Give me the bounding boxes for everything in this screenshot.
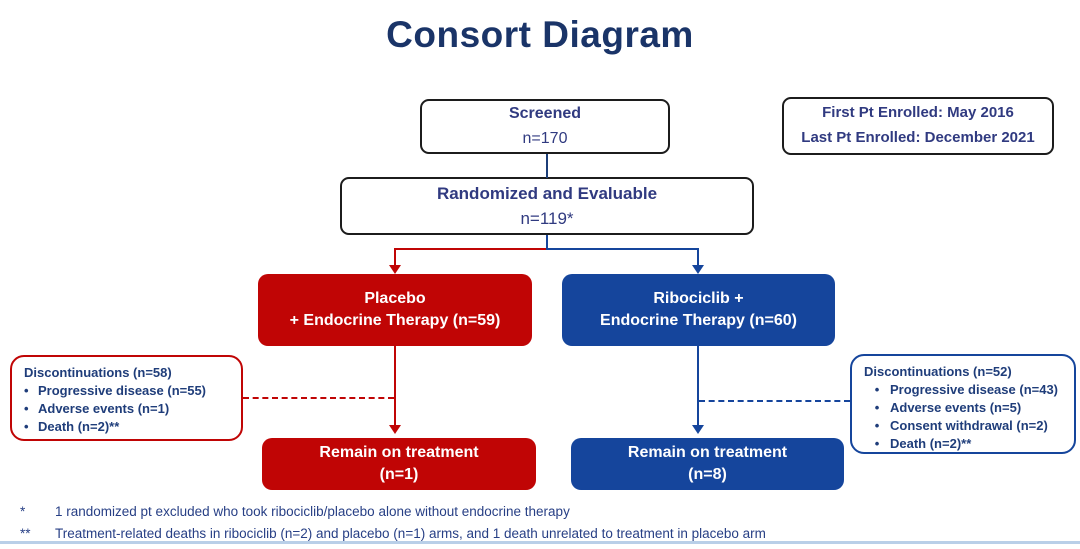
enrollment-dates-box: First Pt Enrolled: May 2016 Last Pt Enro… xyxy=(782,97,1054,155)
placebo-discontinuation-item: Progressive disease (n=55) xyxy=(38,382,207,398)
screened-box: Screened n=170 xyxy=(420,99,670,154)
last-enrolled-text: Last Pt Enrolled: December 2021 xyxy=(801,129,1035,146)
ribociclib-arm-line2: Endocrine Therapy (n=60) xyxy=(600,312,797,329)
list-item: • Progressive disease (n=43) xyxy=(864,381,1066,399)
footnote-1-text: 1 randomized pt excluded who took riboci… xyxy=(55,504,570,519)
connector-drop-placebo xyxy=(394,248,396,266)
ribociclib-discontinuation-item: Adverse events (n=5) xyxy=(890,399,1022,415)
randomized-box: Randomized and Evaluable n=119* xyxy=(340,177,754,235)
footnote-1: * 1 randomized pt excluded who took ribo… xyxy=(20,503,1070,521)
ribociclib-remain-line1: Remain on treatment xyxy=(627,444,788,462)
first-enrolled-text: First Pt Enrolled: May 2016 xyxy=(822,104,1014,122)
randomized-label: Randomized and Evaluable xyxy=(436,183,658,203)
connector-screened-randomized xyxy=(546,154,548,178)
list-item: • Death (n=2)** xyxy=(864,435,1066,453)
connector-randomized-stub xyxy=(546,235,548,249)
ribociclib-arm-line1: Ribociclib + xyxy=(653,289,744,307)
ribociclib-arm-box: Ribociclib + Endocrine Therapy (n=60) xyxy=(562,274,835,346)
screened-label: Screened xyxy=(508,104,582,122)
arrowhead-ribociclib-icon xyxy=(692,265,704,274)
bullet-icon: • xyxy=(874,435,880,451)
placebo-remain-box: Remain on treatment (n=1) xyxy=(262,438,536,490)
placebo-remain-line2: (n=1) xyxy=(379,466,419,483)
list-item: • Death (n=2)** xyxy=(24,418,233,436)
connector-placebo-remain xyxy=(394,346,396,426)
placebo-discontinuation-item: Death (n=2)** xyxy=(38,418,120,434)
list-item: • Adverse events (n=1) xyxy=(24,400,233,418)
placebo-discontinuations-box: Discontinuations (n=58) • Progressive di… xyxy=(10,355,243,441)
connector-drop-ribociclib xyxy=(697,248,699,266)
list-item: • Consent withdrawal (n=2) xyxy=(864,417,1066,435)
dashed-connector-placebo-discontinuations xyxy=(243,397,394,399)
bottom-divider xyxy=(0,541,1080,544)
bullet-icon: • xyxy=(874,417,880,433)
ribociclib-remain-line2: (n=8) xyxy=(688,466,727,483)
footnote-2-marker: ** xyxy=(20,526,31,541)
placebo-remain-line1: Remain on treatment xyxy=(319,444,479,462)
page-title: Consort Diagram xyxy=(386,14,694,55)
footnote-1-marker: * xyxy=(20,504,26,519)
connector-split-right xyxy=(546,248,699,250)
dashed-connector-ribociclib-discontinuations xyxy=(699,400,850,402)
ribociclib-discontinuation-item: Death (n=2)** xyxy=(890,435,972,451)
placebo-discontinuations-heading: Discontinuations (n=58) xyxy=(24,365,172,380)
ribociclib-discontinuation-item: Progressive disease (n=43) xyxy=(890,381,1059,397)
arrowhead-placebo-icon xyxy=(389,265,401,274)
bullet-icon: • xyxy=(874,399,880,415)
list-item: • Progressive disease (n=55) xyxy=(24,382,233,400)
arrowhead-placebo-remain-icon xyxy=(389,425,401,434)
connector-ribociclib-remain xyxy=(697,346,699,426)
ribociclib-remain-box: Remain on treatment (n=8) xyxy=(571,438,844,490)
placebo-arm-line1: Placebo xyxy=(364,289,426,307)
ribociclib-discontinuations-box: Discontinuations (n=52) • Progressive di… xyxy=(850,354,1076,454)
ribociclib-discontinuations-heading: Discontinuations (n=52) xyxy=(864,364,1012,379)
ribociclib-discontinuation-item: Consent withdrawal (n=2) xyxy=(890,417,1048,433)
bullet-icon: • xyxy=(24,418,29,434)
list-item: • Adverse events (n=5) xyxy=(864,399,1066,417)
footnote-2: ** Treatment-related deaths in ribocicli… xyxy=(20,525,1070,543)
bullet-icon: • xyxy=(874,381,880,397)
footnote-2-text: Treatment-related deaths in ribociclib (… xyxy=(55,526,766,541)
bullet-icon: • xyxy=(24,400,29,416)
arrowhead-ribociclib-remain-icon xyxy=(692,425,704,434)
placebo-arm-line2: + Endocrine Therapy (n=59) xyxy=(289,312,501,329)
randomized-count: n=119* xyxy=(520,209,574,228)
placebo-arm-box: Placebo + Endocrine Therapy (n=59) xyxy=(258,274,532,346)
placebo-discontinuation-item: Adverse events (n=1) xyxy=(38,400,170,416)
screened-count: n=170 xyxy=(522,129,568,147)
bullet-icon: • xyxy=(24,382,29,398)
connector-split-left xyxy=(394,248,548,250)
